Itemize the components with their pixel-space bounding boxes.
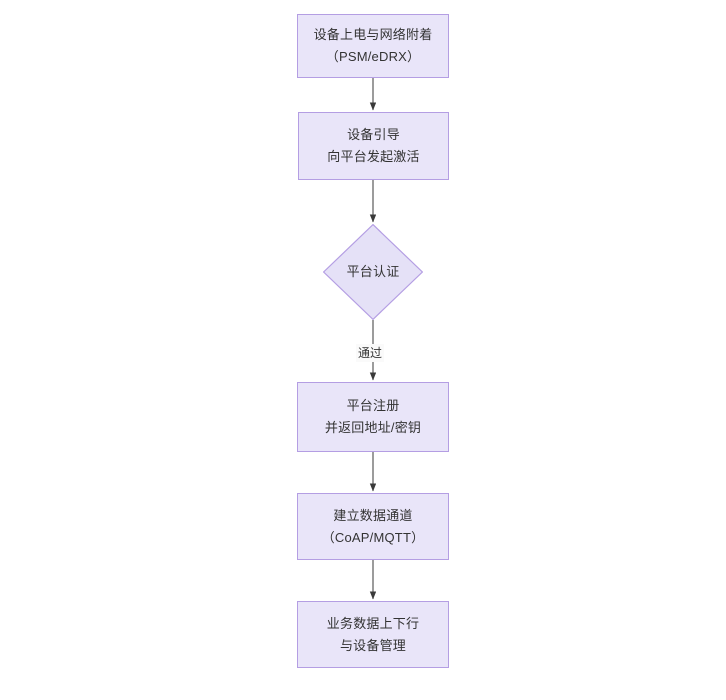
- node-business-data-management[interactable]: 业务数据上下行 与设备管理: [297, 601, 449, 668]
- node-label-device-power-on: 设备上电与网络附着 （PSM/eDRX）: [313, 27, 433, 64]
- node-device-power-on[interactable]: 设备上电与网络附着 （PSM/eDRX）: [297, 14, 449, 78]
- node-label-establish-data-channel: 建立数据通道 （CoAP/MQTT）: [321, 507, 425, 545]
- node-establish-data-channel[interactable]: 建立数据通道 （CoAP/MQTT）: [297, 493, 449, 560]
- node-label-business-data-management: 业务数据上下行 与设备管理: [326, 615, 420, 653]
- node-platform-auth-decision[interactable]: 平台认证: [323, 224, 423, 320]
- node-label-device-bootstrap: 设备引导 向平台发起激活: [327, 127, 420, 164]
- node-platform-register[interactable]: 平台注册 并返回地址/密钥: [297, 382, 449, 452]
- edge-label-pass: 通过: [356, 344, 385, 362]
- node-label-platform-register: 平台注册 并返回地址/密钥: [324, 398, 422, 435]
- node-device-bootstrap[interactable]: 设备引导 向平台发起激活: [298, 112, 449, 180]
- diamond-shape-icon: [323, 224, 423, 320]
- node-label-platform-auth: 平台认证: [346, 264, 400, 279]
